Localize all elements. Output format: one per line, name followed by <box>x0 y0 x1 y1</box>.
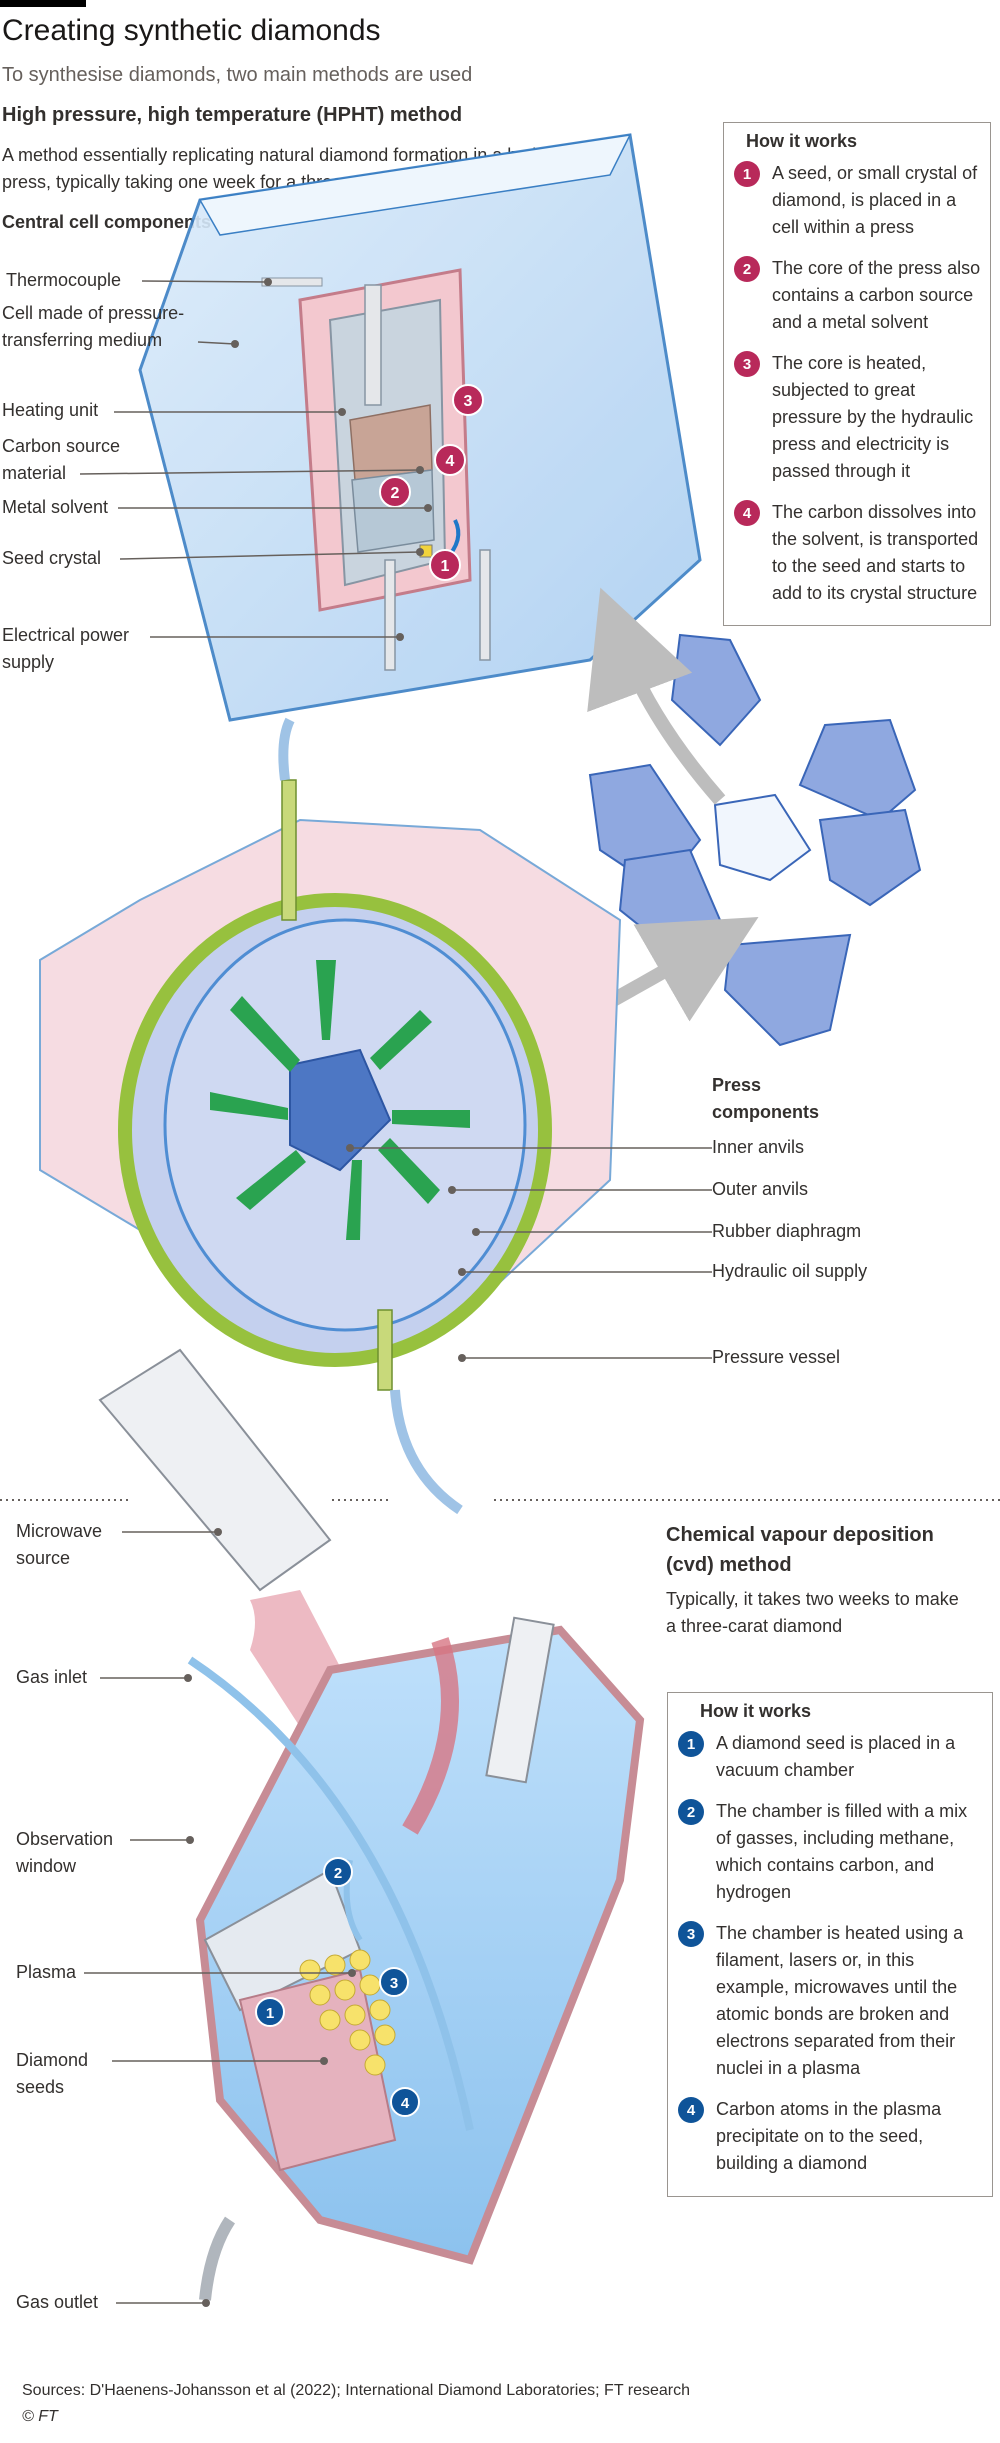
hpht-step-text: The core of the press also contains a ca… <box>772 258 981 332</box>
cvd-step-text: The chamber is heated using a filament, … <box>716 1923 964 2078</box>
press-components-heading: Press components <box>712 1075 820 1122</box>
hpht-heading: High pressure, high temperature (HPHT) m… <box>2 104 463 126</box>
hpht-step: 1 A seed, or small crystal of diamond, is… <box>734 160 984 241</box>
press-leader-lines <box>350 1147 712 1359</box>
hpht-step-text: A seed, or small crystal of diamond, is … <box>772 163 978 237</box>
cvd-step-number: 1 <box>678 1731 704 1757</box>
cvd-how-it-works-box: How it works 1 A diamond seed is placed i… <box>667 1692 993 2197</box>
cvd-step: 3 The chamber is heated using a filament,… <box>678 1920 986 2082</box>
hpht-step-text: The carbon dissolves into the solvent, i… <box>772 502 979 603</box>
hpht-step: 2 The core of the press also contains a c… <box>734 255 984 336</box>
page-subtitle: To synthesise diamonds, two main methods… <box>2 64 473 86</box>
ft-top-bar <box>0 0 86 7</box>
label-pressure-vessel: Pressure vessel <box>712 1347 841 1367</box>
label-hydraulic-oil: Hydraulic oil supply <box>712 1261 868 1281</box>
cvd-step: 1 A diamond seed is placed in a vacuum ch… <box>678 1730 986 1784</box>
cvd-leader-lines <box>84 1531 352 2304</box>
hpht-how-it-works-box: How it works 1 A seed, or small crystal o… <box>723 122 991 626</box>
cvd-step-text: The chamber is filled with a mix of gass… <box>716 1801 968 1902</box>
svg-text:1: 1 <box>441 558 450 575</box>
label-inner-anvils: Inner anvils <box>712 1137 805 1157</box>
hpht-step-number: 4 <box>734 500 760 526</box>
label-rubber-diaphragm: Rubber diaphragm <box>712 1221 862 1241</box>
svg-text:3: 3 <box>464 393 473 410</box>
label-gas-outlet: Gas outlet <box>16 2292 99 2312</box>
label-observation-window: Observation window <box>16 1829 114 1876</box>
cvd-step-number: 2 <box>678 1799 704 1825</box>
label-carbon-source: Carbon source material <box>2 436 121 483</box>
hpht-how-title: How it works <box>746 131 858 151</box>
label-outer-anvils: Outer anvils <box>712 1179 809 1199</box>
label-heating-unit: Heating unit <box>2 400 99 420</box>
label-cell-medium: Cell made of pressure-transferring mediu… <box>2 303 185 350</box>
cvd-how-title: How it works <box>700 1701 812 1721</box>
cell-components-heading: Central cell components <box>2 212 212 232</box>
svg-text:3: 3 <box>390 1975 398 1992</box>
hpht-step-number: 3 <box>734 351 760 377</box>
svg-text:4: 4 <box>401 2095 410 2112</box>
svg-text:2: 2 <box>391 485 400 502</box>
hpht-step-number: 1 <box>734 161 760 187</box>
hpht-step: 4 The carbon dissolves into the solvent, … <box>734 499 984 607</box>
hpht-step-text: The core is heated, subjected to great p… <box>772 353 974 481</box>
cvd-step-text: A diamond seed is placed in a vacuum cha… <box>716 1733 956 1780</box>
hpht-step: 3 The core is heated, subjected to great … <box>734 350 984 485</box>
cell-leader-lines <box>79 280 428 638</box>
cvd-step-number: 3 <box>678 1921 704 1947</box>
cvd-reactor-illustration: 2 3 1 4 <box>98 1348 645 2301</box>
label-gas-inlet: Gas inlet <box>16 1667 88 1687</box>
svg-text:1: 1 <box>266 2005 274 2022</box>
cvd-step: 4 Carbon atoms in the plasma precipitate … <box>678 2096 986 2177</box>
svg-text:2: 2 <box>334 1865 342 1882</box>
ft-credit: © FT <box>22 2408 58 2425</box>
cvd-description: Typically, it takes two weeks to make a … <box>666 1589 959 1636</box>
cvd-heading: Chemical vapour deposition (cvd) method <box>666 1524 934 1576</box>
label-plasma: Plasma <box>16 1962 77 1982</box>
label-microwave-source: Microwave source <box>16 1521 103 1568</box>
hpht-step-number: 2 <box>734 256 760 282</box>
page-title: Creating synthetic diamonds <box>2 14 381 47</box>
sources-note: Sources: D'Haenens-Johansson et al (2022… <box>22 2382 691 2399</box>
label-metal-solvent: Metal solvent <box>2 497 109 517</box>
hpht-press-illustration <box>39 717 622 1515</box>
label-seed-crystal: Seed crystal <box>2 548 102 568</box>
svg-text:4: 4 <box>446 453 455 470</box>
label-electrical-power: Electrical power supply <box>2 625 130 672</box>
hpht-cell-illustration: 3 4 2 1 <box>138 133 702 722</box>
cvd-step-text: Carbon atoms in the plasma precipitate o… <box>716 2099 942 2173</box>
label-thermocouple: Thermocouple <box>6 270 122 290</box>
cvd-step-number: 4 <box>678 2097 704 2123</box>
label-diamond-seeds: Diamond seeds <box>16 2050 89 2097</box>
cvd-step: 2 The chamber is filled with a mix of gas… <box>678 1798 986 1906</box>
